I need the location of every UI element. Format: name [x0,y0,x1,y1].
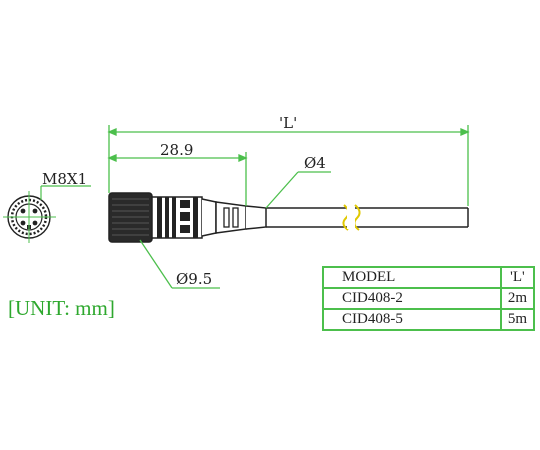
table-header-row: MODEL 'L' [322,266,536,289]
cable-diameter-leader [265,171,331,209]
connector-front-view [3,185,91,243]
unit-label: [UNIT: mm] [8,296,115,320]
table-header-length: 'L' [499,266,536,289]
table-row: CID408-2 2m [322,287,536,310]
table-cell-model: CID408-2 [322,287,502,310]
coupling-nut [108,192,153,243]
model-table: MODEL 'L' CID408-2 2m CID408-5 5m [322,266,536,331]
pin [20,220,26,226]
table-cell-model: CID408-5 [322,308,502,331]
thread-size-label: M8X1 [42,170,87,188]
nut-diameter-label: Ø9.5 [176,270,212,288]
pin [32,220,38,226]
pin [32,208,38,214]
pin [20,208,26,214]
connector-length-label: 28.9 [160,141,193,159]
table-row: CID408-5 5m [322,308,536,331]
table-cell-length: 2m [499,287,536,310]
connector-body [151,196,267,239]
table-header-model: MODEL [322,266,502,289]
cable-diameter-label: Ø4 [304,154,326,172]
table-cell-length: 5m [499,308,536,331]
overall-length-dimension [107,125,470,206]
cable [266,204,469,231]
overall-length-label: 'L' [279,114,297,132]
connector-length-dimension [107,152,248,206]
nut-diameter-leader [139,239,220,289]
